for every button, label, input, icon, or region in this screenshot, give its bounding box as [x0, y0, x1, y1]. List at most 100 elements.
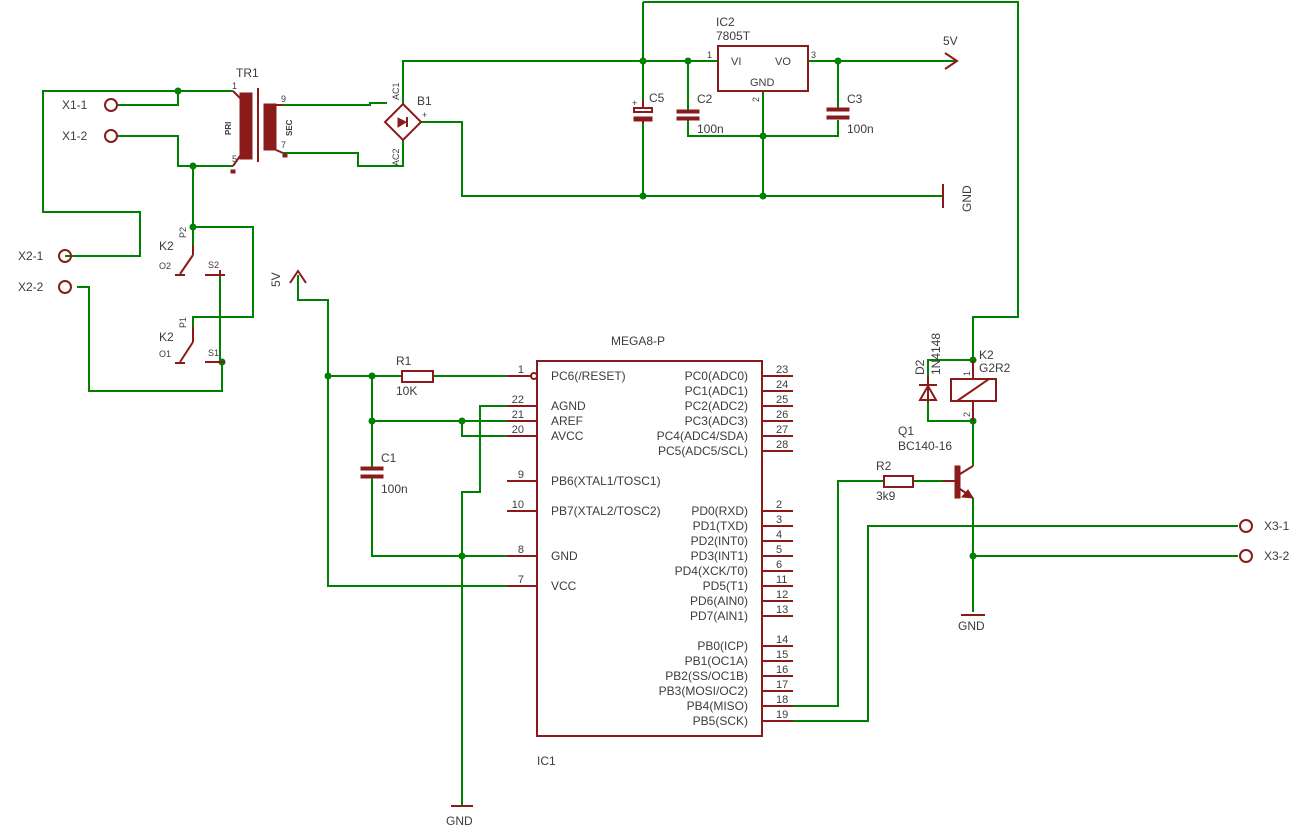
bridge-rectifier-b1: B1 AC1 AC2 +: [383, 82, 432, 166]
r1-name: R1: [396, 354, 412, 368]
k2b-label: K2: [159, 330, 174, 344]
ic1-pin-number: 10: [512, 499, 524, 511]
ground-right-label: GND: [958, 619, 985, 633]
r2-value: 3k9: [876, 489, 896, 503]
b1-plus-label: +: [422, 110, 427, 120]
ic1-pin-label: VCC: [551, 579, 577, 593]
ic1-pin-label: PD5(T1): [703, 579, 748, 593]
ic2-name: IC2: [716, 15, 735, 29]
transformer-tr1: TR1 PRI SEC 1 5 9 7: [224, 66, 294, 174]
ic1-pin-label: PB0(ICP): [697, 639, 748, 653]
ic1-pin-label: PC1(ADC1): [685, 384, 748, 398]
ic1-pin-label: PC4(ADC4/SDA): [657, 429, 748, 443]
diode-d2: D2 1N4148: [913, 333, 943, 402]
ic1-name: IC1: [537, 754, 556, 768]
ic2-pin1: 1: [707, 50, 712, 60]
ic1-pin-label: AREF: [551, 414, 583, 428]
connector-x1-1: X1-1: [62, 98, 118, 112]
ic1-pin-number: 22: [512, 394, 524, 406]
o1-label: O1: [159, 349, 171, 359]
r1-value: 10K: [396, 384, 417, 398]
ic1-pin-number: 1: [518, 364, 524, 376]
tr1-sec-label: SEC: [285, 119, 294, 136]
ground-bottom-label: GND: [446, 814, 473, 828]
ic1-pin-number: 21: [512, 409, 524, 421]
supply-5v-left-label: 5V: [269, 272, 283, 287]
relay-name: K2: [979, 348, 994, 362]
wires: [42, 1, 1238, 805]
ic1-pin-label: PD6(AIN0): [690, 594, 748, 608]
q1-name: Q1: [898, 424, 914, 438]
ic1-pin-number: 12: [776, 589, 788, 601]
ic1-pin-21: 21 AREF: [507, 409, 583, 428]
p1-label: P1: [178, 317, 188, 328]
ic1-pin-label: PB3(MOSI/OC2): [659, 684, 748, 698]
connector-x1-2-label: X1-2: [62, 129, 88, 143]
ic1-pin-22: 22 AGND: [507, 394, 586, 413]
c1-value: 100n: [381, 482, 408, 496]
ic1-pin-14: 14 PB0(ICP): [697, 634, 793, 653]
b1-ac1-label: AC1: [391, 82, 401, 100]
connector-x3-1: X3-1: [1239, 519, 1290, 533]
ic1-value: MEGA8-P: [611, 334, 665, 348]
c2-value: 100n: [697, 122, 724, 136]
ic1-pin-11: 11 PD5(T1): [703, 574, 793, 593]
ic1-pin-1: 1 PC6(/RESET): [507, 364, 626, 383]
connector-x2-1-label: X2-1: [18, 249, 44, 263]
capacitor-c5: + C5: [632, 91, 665, 124]
tr1-pri-label: PRI: [224, 122, 233, 135]
ic1-pin-number: 3: [776, 514, 782, 526]
ic1-pin-label: PD3(INT1): [691, 549, 748, 563]
ic1-pin-number: 4: [776, 529, 782, 541]
transistor-q1: Q1 BC140-16: [898, 424, 974, 499]
ic1-pin-number: 7: [518, 574, 524, 586]
resistor-r1: R1 10K: [396, 354, 434, 398]
ground-right: GND: [958, 614, 985, 633]
supply-5v-left: 5V: [269, 269, 307, 287]
ic1-pin-number: 6: [776, 559, 782, 571]
capacitor-c1: C1 100n: [360, 451, 408, 496]
d2-value: 1N4148: [929, 333, 943, 375]
ic1-pin-number: 26: [776, 409, 788, 421]
ground-bottom: GND: [446, 805, 473, 828]
ic1-pin-label: PD0(RXD): [691, 504, 748, 518]
relay-contact-p2: K2 P2 O2 S2: [159, 227, 225, 276]
ic2-value: 7805T: [716, 29, 751, 43]
connector-x2-1: X2-1: [18, 249, 72, 263]
ic1-pin-number: 14: [776, 634, 788, 646]
ground-top-label: GND: [960, 185, 974, 212]
connector-x2-2: X2-2: [18, 280, 72, 294]
ic1-pin-number: 19: [776, 709, 788, 721]
ic1-pin-number: 8: [518, 544, 524, 556]
ic1-pin-13: 13 PD7(AIN1): [690, 604, 793, 623]
tr1-pin5: 5: [232, 154, 237, 164]
regulator-ic2: IC2 7805T VI VO GND 1 3 2: [707, 15, 816, 102]
s1-label: S1: [208, 348, 219, 358]
ic1-pin-number: 25: [776, 394, 788, 406]
ic1-pin-12: 12 PD6(AIN0): [690, 589, 793, 608]
resistor-r2: R2 3k9: [876, 459, 914, 503]
relay-pin2: 2: [962, 412, 972, 417]
ic1-pin-label: PC6(/RESET): [551, 369, 626, 383]
k2a-label: K2: [159, 239, 174, 253]
ic1-pin-label: AGND: [551, 399, 586, 413]
ic1-pin-number: 15: [776, 649, 788, 661]
tr1-pin1: 1: [232, 81, 237, 91]
ic1-pin-number: 13: [776, 604, 788, 616]
ic1-pin-number: 11: [776, 574, 787, 586]
ic2-gnd-label: GND: [750, 77, 775, 89]
relay-k2-coil: K2 G2R2 1 2: [950, 348, 1011, 421]
ic1-pin-label: PD7(AIN1): [690, 609, 748, 623]
